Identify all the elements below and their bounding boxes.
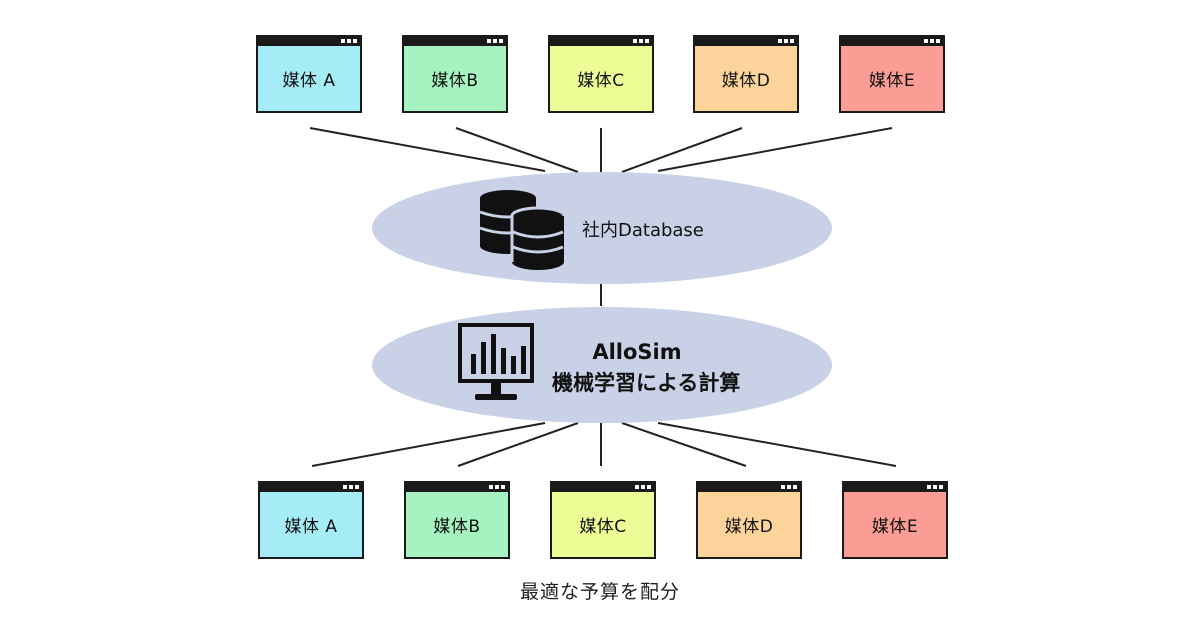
bottom-media-c: 媒体C [550,481,656,559]
window-titlebar [552,483,654,492]
window-titlebar [260,483,362,492]
media-label: 媒体E [841,46,943,111]
media-label: 媒体B [406,492,508,557]
window-titlebar [698,483,800,492]
window-titlebar [406,483,508,492]
window-titlebar [404,37,506,46]
media-label: 媒体 A [260,492,362,557]
connector-top-e [657,127,893,172]
media-label: 媒体B [404,46,506,111]
top-media-a: 媒体 A [256,35,362,113]
bottom-media-a: 媒体 A [258,481,364,559]
window-titlebar [695,37,797,46]
bar-chart-monitor-icon [458,323,534,400]
media-label: 媒体E [844,492,946,557]
window-titlebar [550,37,652,46]
connector-bottom-e [657,422,897,467]
media-label: 媒体C [550,46,652,111]
top-media-e: 媒体E [839,35,945,113]
database-ellipse [372,172,832,284]
window-titlebar [258,37,360,46]
database-icon [479,190,566,270]
connector-bottom-a [311,422,546,467]
caption: 最適な予算を配分 [519,581,680,603]
connector-bottom-d [621,422,747,467]
bottom-media-b: 媒体B [404,481,510,559]
media-label: 媒体 A [258,46,360,111]
connector-bottom-b [457,422,579,467]
top-media-b: 媒体B [402,35,508,113]
window-titlebar [841,37,943,46]
allosim-subtitle: 機械学習による計算 [552,371,741,395]
top-media-c: 媒体C [548,35,654,113]
bottom-media-e: 媒体E [842,481,948,559]
connector-top-a [309,127,546,172]
database-label: 社内Database [582,220,704,241]
top-media-d: 媒体D [693,35,799,113]
media-label: 媒体C [552,492,654,557]
media-label: 媒体D [698,492,800,557]
connector-top-b [455,127,579,173]
allosim-ellipse [372,307,832,423]
allosim-title: AlloSim [592,340,682,364]
media-label: 媒体D [695,46,797,111]
connector-top-d [621,127,743,173]
window-titlebar [844,483,946,492]
bottom-media-d: 媒体D [696,481,802,559]
